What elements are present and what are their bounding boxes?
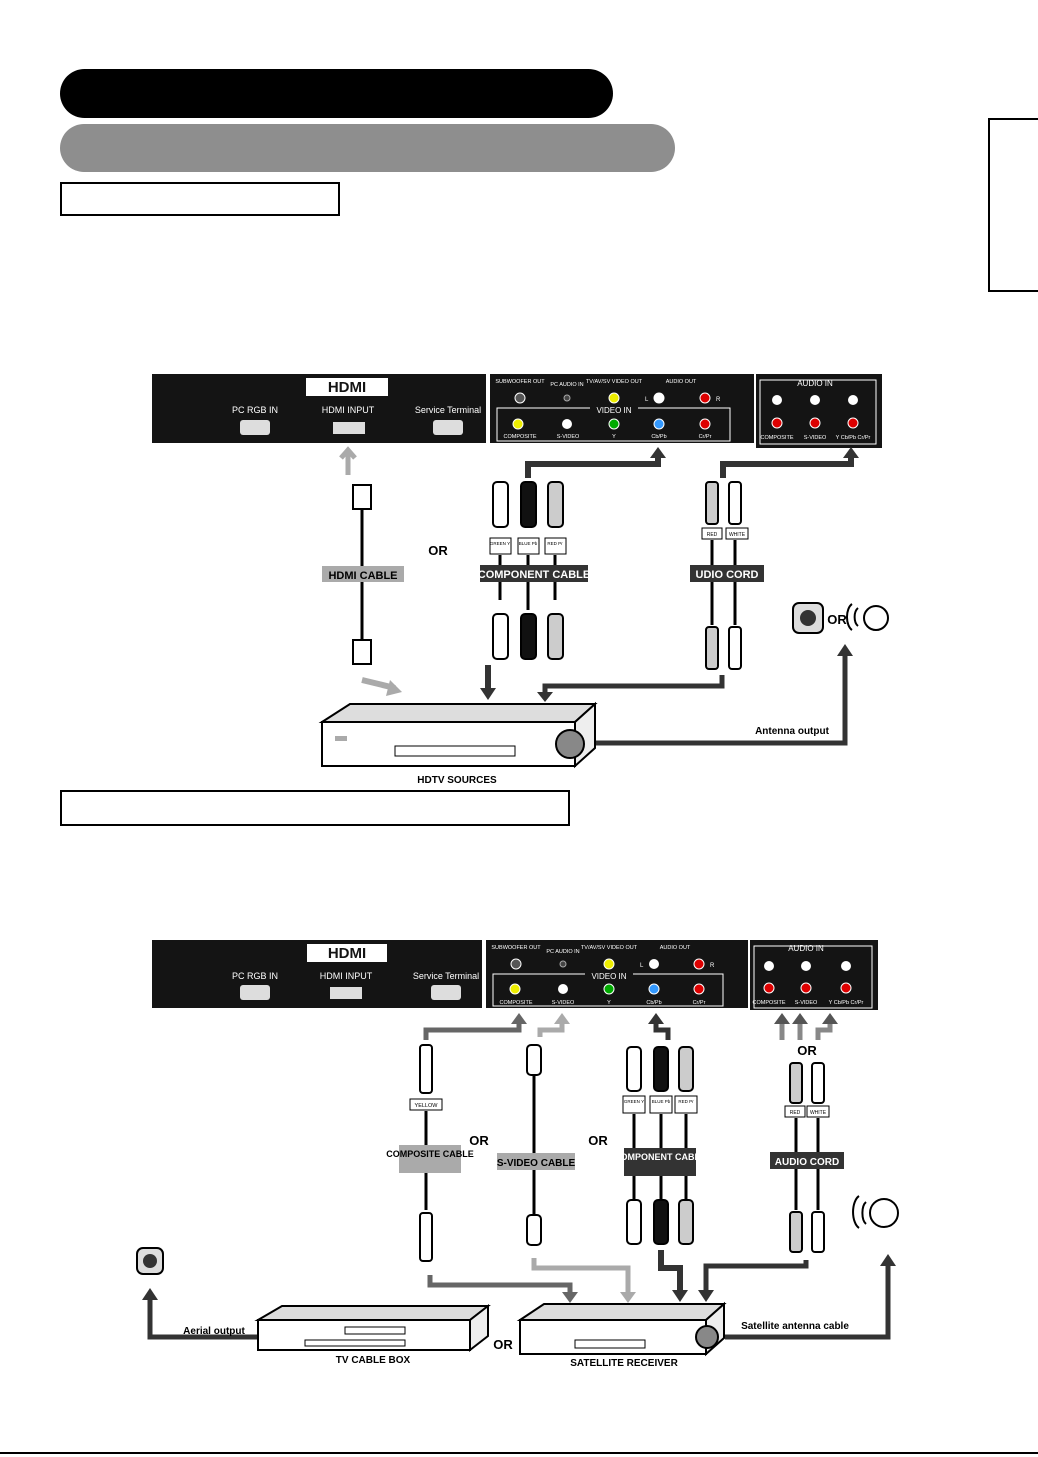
svg-text:OR: OR <box>588 1133 608 1148</box>
composite-cable: YELLOW COMPOSITE CABLE <box>386 1013 578 1303</box>
svg-text:Cr/Pr: Cr/Pr <box>693 1000 706 1006</box>
section-subtitle-bar <box>60 124 675 172</box>
svg-text:UDIO CORD: UDIO CORD <box>696 569 759 581</box>
subheading-box-hdtv <box>60 182 340 216</box>
svg-text:BLUE Pb: BLUE Pb <box>519 541 538 546</box>
svg-text:WHITE: WHITE <box>729 532 746 538</box>
svg-text:RED: RED <box>790 1110 801 1116</box>
svg-text:Y Cb/Pb Cr/Pr: Y Cb/Pb Cr/Pr <box>829 1000 864 1006</box>
tv-back-panel: HDMI PC RGB IN HDMI INPUT Service Termin… <box>152 374 882 448</box>
svg-text:OR: OR <box>797 1043 817 1058</box>
svg-text:L: L <box>645 397 649 403</box>
svg-text:Cb/Pb: Cb/Pb <box>646 1000 661 1006</box>
tv-back-panel-2: HDMI PC RGB IN HDMI INPUT Service Termin… <box>152 940 878 1010</box>
svg-text:COMPONENT CABLE: COMPONENT CABLE <box>478 569 590 581</box>
satellite-dish-icon: Satellite antenna cable <box>725 1195 899 1340</box>
subwoofer-out-label: SUBWOOFER OUT <box>495 379 545 385</box>
svg-text:COMPOSITE: COMPOSITE <box>499 1000 532 1006</box>
svg-text:R: R <box>716 397 721 403</box>
bottom-rule <box>0 1452 1038 1454</box>
svg-text:VIDEO IN: VIDEO IN <box>591 972 626 981</box>
svg-text:Cb/Pb: Cb/Pb <box>651 434 666 440</box>
svg-text:COMPOSITE: COMPOSITE <box>752 1000 785 1006</box>
or-label-1: OR <box>428 543 448 558</box>
video-out-label: TV/AV/SV VIDEO OUT <box>586 379 643 385</box>
audio-in-label: AUDIO IN <box>797 379 833 388</box>
hdmi-input-label: HDMI INPUT <box>322 405 375 415</box>
svg-text:R: R <box>710 963 715 969</box>
svg-text:S-VIDEO: S-VIDEO <box>804 435 827 441</box>
svg-text:OR: OR <box>493 1337 513 1352</box>
svg-text:RED Pr: RED Pr <box>547 541 563 546</box>
svg-text:OR: OR <box>469 1133 489 1148</box>
audio-cord: RED WHITE UDIO CORD <box>537 447 859 702</box>
sdtv-connection-diagram: HDMI PC RGB IN HDMI INPUT Service Termin… <box>136 940 899 1369</box>
svg-text:L: L <box>640 963 644 969</box>
svg-text:Aerial output: Aerial output <box>183 1326 245 1337</box>
svg-text:S-VIDEO: S-VIDEO <box>552 1000 575 1006</box>
side-tab <box>988 118 1038 292</box>
svg-text:HDMI INPUT: HDMI INPUT <box>320 971 373 981</box>
antenna-icon: OR Antenna output <box>595 602 889 746</box>
svg-text:COMPONENT CABLE: COMPONENT CABLE <box>614 1152 706 1162</box>
svg-text:SATELLITE RECEIVER: SATELLITE RECEIVER <box>570 1358 678 1369</box>
serial-port-icon <box>433 420 463 435</box>
subheading-box-sdtv <box>60 790 570 826</box>
pc-audio-in-label: PC AUDIO IN <box>550 382 583 388</box>
svg-text:SUBWOOFER OUT: SUBWOOFER OUT <box>491 945 541 951</box>
svg-text:GREEN Y: GREEN Y <box>624 1099 644 1104</box>
hdmi-logo: HDMI <box>328 379 366 396</box>
pc-rgb-in-label: PC RGB IN <box>232 405 278 415</box>
video-in-label: VIDEO IN <box>596 406 631 415</box>
svg-text:Satellite antenna cable: Satellite antenna cable <box>741 1321 849 1332</box>
svg-text:AUDIO IN: AUDIO IN <box>788 944 824 953</box>
s-video-cable: S-VIDEO CABLE <box>497 1013 636 1303</box>
svg-text:OR: OR <box>827 612 847 627</box>
svg-text:COMPOSITE: COMPOSITE <box>503 434 536 440</box>
audio-cord-2: OR RED WHITE AUDIO CORD <box>698 1013 844 1302</box>
svg-text:Service Terminal: Service Terminal <box>413 971 479 981</box>
svg-text:Y: Y <box>612 434 616 440</box>
svg-text:Y Cb/Pb Cr/Pr: Y Cb/Pb Cr/Pr <box>836 435 871 441</box>
hdtv-connection-diagram: HDMI PC RGB IN HDMI INPUT Service Termin… <box>152 374 889 786</box>
svg-text:S-VIDEO CABLE: S-VIDEO CABLE <box>497 1158 576 1169</box>
hdmi-cable: HDMI CABLE <box>322 446 404 696</box>
svg-text:WHITE: WHITE <box>810 1110 827 1116</box>
svg-text:HDMI CABLE: HDMI CABLE <box>328 570 397 582</box>
audio-out-label: AUDIO OUT <box>666 379 697 385</box>
svg-text:PC AUDIO IN: PC AUDIO IN <box>546 949 579 955</box>
hdtv-source-box: HDTV SOURCES <box>318 701 598 786</box>
svg-text:TV CABLE BOX: TV CABLE BOX <box>336 1355 411 1366</box>
svg-text:RED Pr: RED Pr <box>678 1099 694 1104</box>
svg-text:AUDIO CORD: AUDIO CORD <box>775 1157 839 1168</box>
tv-cable-box: TV CABLE BOX <box>254 1303 491 1366</box>
component-cable-2: GREEN Y BLUE Pb RED Pr COMPONENT CABLE <box>614 1013 706 1302</box>
svg-text:HDMI: HDMI <box>328 945 366 962</box>
svg-text:RED: RED <box>707 532 718 538</box>
svg-text:TV/AV/SV VIDEO OUT: TV/AV/SV VIDEO OUT <box>581 945 638 951</box>
svg-text:BLUE Pb: BLUE Pb <box>652 1099 671 1104</box>
svg-text:COMPOSITE CABLE: COMPOSITE CABLE <box>386 1149 474 1159</box>
svg-text:YELLOW: YELLOW <box>415 1103 439 1109</box>
svg-text:COMPOSITE: COMPOSITE <box>760 435 793 441</box>
section-title-bar <box>60 69 613 118</box>
vga-port-icon <box>240 420 270 435</box>
svg-text:AUDIO OUT: AUDIO OUT <box>660 945 691 951</box>
svg-text:PC RGB IN: PC RGB IN <box>232 971 278 981</box>
service-terminal-label: Service Terminal <box>415 405 481 415</box>
svg-text:Antenna output: Antenna output <box>755 726 830 737</box>
hdtv-sources-label: HDTV SOURCES <box>417 775 497 786</box>
aerial-icon: Aerial output <box>136 1247 258 1340</box>
satellite-receiver: SATELLITE RECEIVER <box>516 1301 727 1369</box>
svg-text:GREEN Y: GREEN Y <box>490 541 510 546</box>
svg-text:Y: Y <box>607 1000 611 1006</box>
svg-text:Cr/Pr: Cr/Pr <box>699 434 712 440</box>
svg-text:S-VIDEO: S-VIDEO <box>557 434 580 440</box>
component-cable: GREEN Y BLUE Pb RED Pr COMPONENT CABLE <box>478 447 666 700</box>
hdmi-port-icon <box>333 422 365 434</box>
svg-text:S-VIDEO: S-VIDEO <box>795 1000 818 1006</box>
